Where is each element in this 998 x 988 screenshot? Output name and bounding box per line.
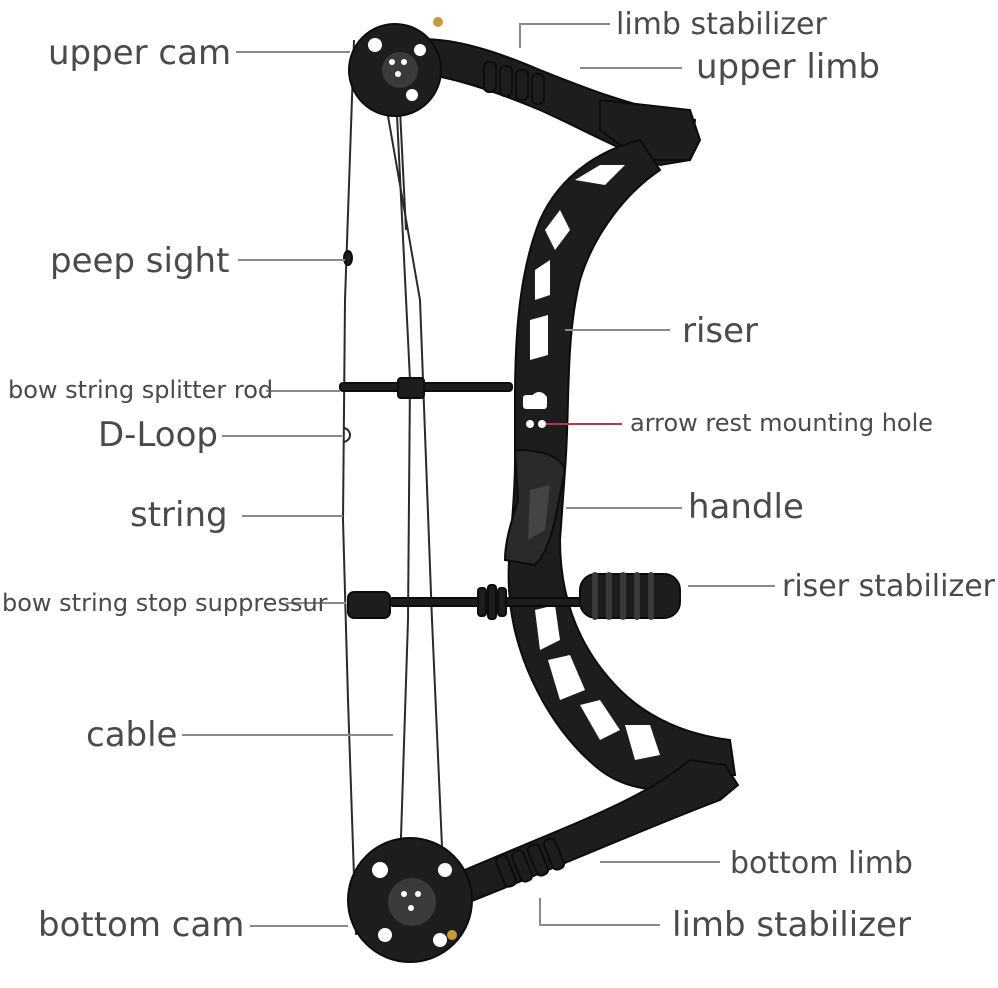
label-cable: cable: [86, 715, 177, 755]
label-d-loop: D-Loop: [98, 415, 218, 455]
label-bottom-limb: bottom limb: [730, 846, 913, 881]
label-limb-stabilizer-bottom: limb stabilizer: [672, 905, 911, 945]
label-stop-suppressor: bow string stop suppressur: [2, 589, 328, 617]
bow-cable-2: [380, 70, 445, 915]
splitter-rod-shape: [340, 378, 512, 398]
labels: upper cam limb stabilizer upper limb pee…: [2, 7, 996, 945]
label-riser: riser: [682, 311, 758, 351]
leader-limb-stabilizer-bottom: [540, 898, 660, 925]
label-handle: handle: [688, 487, 804, 527]
riser-stabilizer-shape: [580, 572, 680, 620]
label-limb-stabilizer-top: limb stabilizer: [616, 7, 828, 42]
label-peep-sight: peep sight: [50, 241, 229, 281]
label-riser-stabilizer: riser stabilizer: [782, 569, 996, 604]
compound-bow: [340, 17, 738, 962]
leader-limb-stabilizer-top: [520, 24, 610, 48]
d-loop-shape: [344, 428, 350, 442]
label-upper-limb: upper limb: [696, 47, 880, 87]
bow-string: [343, 40, 356, 935]
peep-sight-shape: [344, 251, 352, 265]
label-string: string: [130, 495, 228, 535]
upper-cam-shape: [349, 17, 443, 116]
label-splitter-rod: bow string splitter rod: [8, 376, 273, 404]
bottom-cam-shape: [348, 838, 472, 962]
label-arrow-rest-hole: arrow rest mounting hole: [630, 409, 933, 437]
label-bottom-cam: bottom cam: [38, 905, 244, 945]
label-upper-cam: upper cam: [48, 33, 231, 73]
